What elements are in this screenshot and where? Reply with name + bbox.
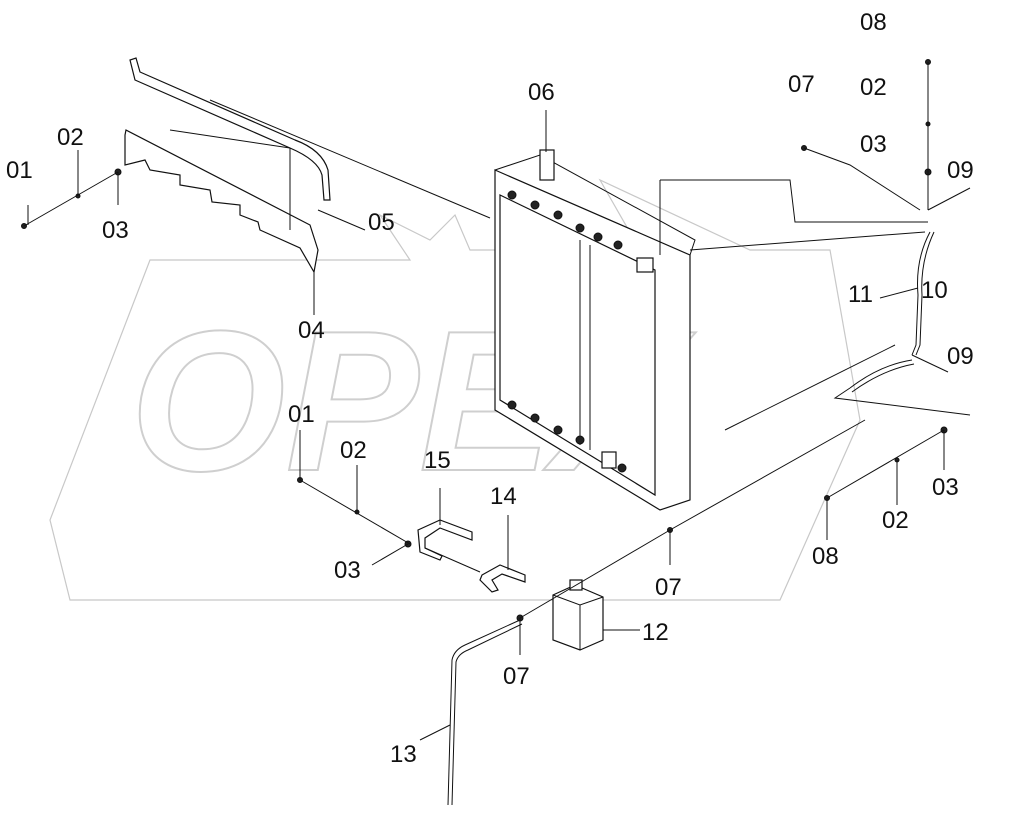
pipe-13 (447, 619, 523, 806)
callout-04: 04 (298, 317, 325, 344)
callout-03-right: 03 (932, 474, 959, 501)
callout-10: 10 (921, 277, 948, 304)
callout-labels: 01 02 03 05 04 06 07 08 02 03 09 11 10 0… (6, 9, 974, 768)
expansion-tank-12 (552, 579, 604, 651)
callout-02: 02 (57, 124, 84, 151)
callout-07-top: 07 (788, 71, 815, 98)
callout-08-top: 08 (860, 9, 887, 36)
callout-07-bottom: 07 (503, 663, 530, 690)
callout-02-right: 02 (882, 507, 909, 534)
hose-09-lower (849, 359, 915, 393)
callout-03-lower: 03 (334, 557, 361, 584)
callout-05: 05 (368, 209, 395, 236)
bracket-15 (417, 519, 473, 561)
callout-01: 01 (6, 157, 33, 184)
callout-14: 14 (490, 483, 517, 510)
callout-08-bottom: 08 (812, 543, 839, 570)
callout-15: 15 (424, 447, 451, 474)
callout-03-top-right: 03 (860, 131, 887, 158)
bracket-14 (479, 564, 526, 593)
callout-09-top: 09 (947, 157, 974, 184)
callout-01-lower: 01 (288, 401, 315, 428)
callout-03: 03 (102, 217, 129, 244)
watermark: OPEX (49, 178, 861, 601)
callout-12: 12 (642, 619, 669, 646)
callout-06: 06 (528, 79, 555, 106)
hose-10-11 (689, 231, 935, 356)
callout-07-middle: 07 (655, 574, 682, 601)
callout-13: 13 (390, 741, 417, 768)
leader-lines (23, 62, 971, 741)
callout-02-lower: 02 (340, 437, 367, 464)
callout-09-lower: 09 (947, 343, 974, 370)
callout-02-top-right: 02 (860, 74, 887, 101)
callout-11: 11 (848, 281, 873, 308)
guard-bar-05 (129, 57, 331, 201)
cover-plate-04 (124, 129, 319, 274)
radiator-06 (494, 149, 696, 511)
